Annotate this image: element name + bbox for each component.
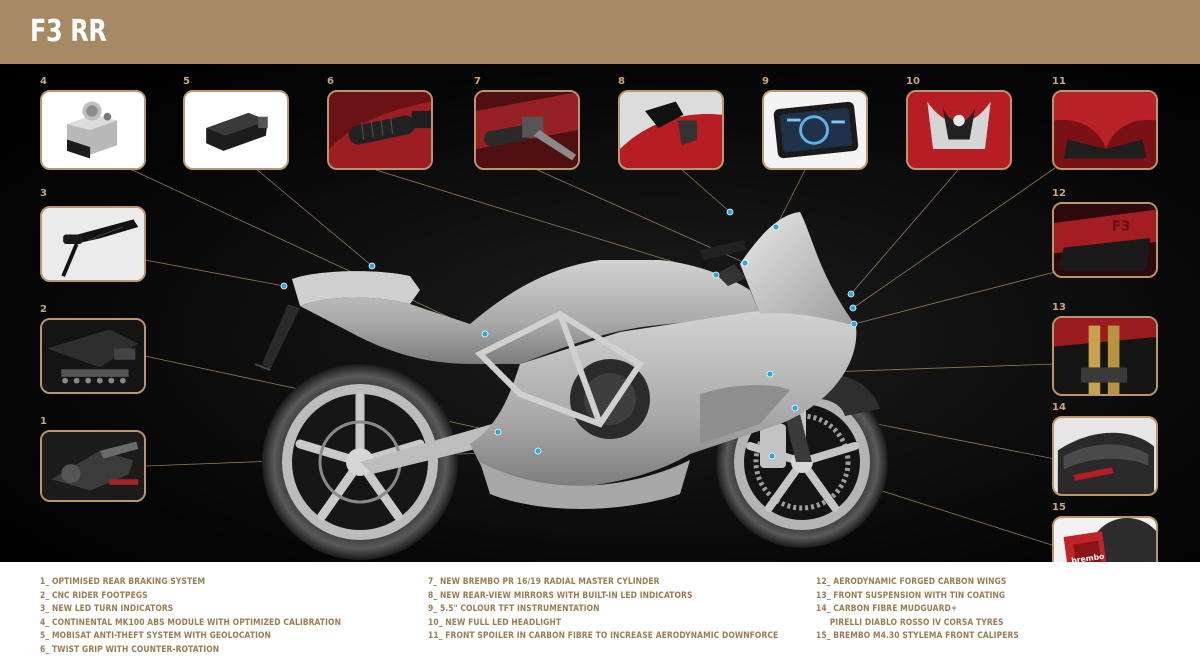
legend-item: PIRELLI DIABLO ROSSO IV CORSA TYRES: [829, 617, 1004, 628]
callout-number: 11: [1052, 76, 1066, 87]
thumb-turn-indicator: [40, 206, 146, 282]
motorcycle-illustration: [254, 208, 888, 560]
callout-number: 7: [474, 76, 481, 87]
legend-column-3: 12_ AERODYNAMIC FORGED CARBON WINGS 13_ …: [816, 576, 1052, 644]
thumb-front-suspension: [1052, 316, 1158, 396]
thumb-footpegs: [40, 318, 146, 394]
thumb-antitheft-module: [183, 90, 289, 170]
legend-item: 10_ NEW FULL LED HEADLIGHT: [428, 617, 562, 628]
thumb-tft-display: [762, 90, 868, 170]
callout-number: 14: [1052, 402, 1066, 413]
svg-text:brembo: brembo: [1071, 552, 1105, 562]
callout-number: 12: [1052, 188, 1066, 199]
thumb-carbon-mudguard: [1052, 416, 1158, 496]
diagram-stage: 1 2 3 4 5 6 7 8 9 10 11 12 13 14 15: [0, 64, 1200, 562]
legend-item: 6_ TWIST GRIP WITH COUNTER-ROTATION: [40, 644, 220, 655]
legend-column-2: 7_ NEW BREMBO PR 16/19 RADIAL MASTER CYL…: [428, 576, 835, 644]
legend-item: 12_ AERODYNAMIC FORGED CARBON WINGS: [816, 577, 1007, 587]
callout-number: 13: [1052, 302, 1066, 313]
feature-legend: 1_ OPTIMISED REAR BRAKING SYSTEM 2_ CNC …: [0, 562, 1200, 660]
thumb-front-calipers: brembo: [1052, 516, 1158, 562]
callout-number: 15: [1052, 502, 1066, 513]
thumb-twist-grip: [327, 90, 433, 170]
page-title: F3 RR: [30, 14, 107, 49]
thumb-rear-brake: [40, 430, 146, 502]
legend-item: 9_ 5.5" COLOUR TFT INSTRUMENTATION: [428, 604, 600, 615]
callout-number: 6: [327, 76, 334, 87]
legend-item: 11_ FRONT SPOILER IN CARBON FIBRE TO INC…: [428, 631, 779, 642]
callout-number: 5: [183, 76, 190, 87]
callout-number: 2: [40, 304, 47, 315]
thumb-front-spoiler: [1052, 90, 1158, 170]
thumb-led-headlight: [906, 90, 1012, 170]
callout-number: 1: [40, 416, 47, 427]
callout-number: 9: [762, 76, 769, 87]
callout-number: 4: [40, 76, 47, 87]
legend-item: 3_ NEW LED TURN INDICATORS: [40, 604, 174, 615]
callout-number: 10: [906, 76, 920, 87]
callout-number: 8: [618, 76, 625, 87]
legend-item: 15_ BREMBO M4.30 STYLEMA FRONT CALIPERS: [816, 631, 1019, 642]
thumb-abs-module: [40, 90, 146, 170]
legend-item: 13_ FRONT SUSPENSION WITH TIN COATING: [816, 590, 1006, 601]
legend-item: 8_ NEW REAR-VIEW MIRRORS WITH BUILT-IN L…: [428, 590, 693, 601]
svg-text:F3: F3: [1112, 220, 1131, 235]
thumb-rear-view-mirror: [618, 90, 724, 170]
legend-column-1: 1_ OPTIMISED REAR BRAKING SYSTEM 2_ CNC …: [40, 576, 390, 658]
legend-item: 4_ CONTINENTAL MK100 ABS MODULE WITH OPT…: [40, 617, 341, 628]
legend-item: 7_ NEW BREMBO PR 16/19 RADIAL MASTER CYL…: [428, 577, 660, 587]
bike-body: [254, 212, 857, 509]
thumb-carbon-wings: F3: [1052, 202, 1158, 278]
header-bar: F3 RR: [0, 0, 1200, 64]
legend-item: 1_ OPTIMISED REAR BRAKING SYSTEM: [40, 577, 206, 587]
thumb-master-cylinder: [474, 90, 580, 170]
legend-item: 2_ CNC RIDER FOOTPEGS: [40, 590, 148, 601]
legend-item: 14_ CARBON FIBRE MUDGUARD+: [816, 604, 958, 615]
callout-number: 3: [40, 188, 47, 199]
legend-item: 5_ MOBISAT ANTI-THEFT SYSTEM WITH GEOLOC…: [40, 631, 271, 642]
